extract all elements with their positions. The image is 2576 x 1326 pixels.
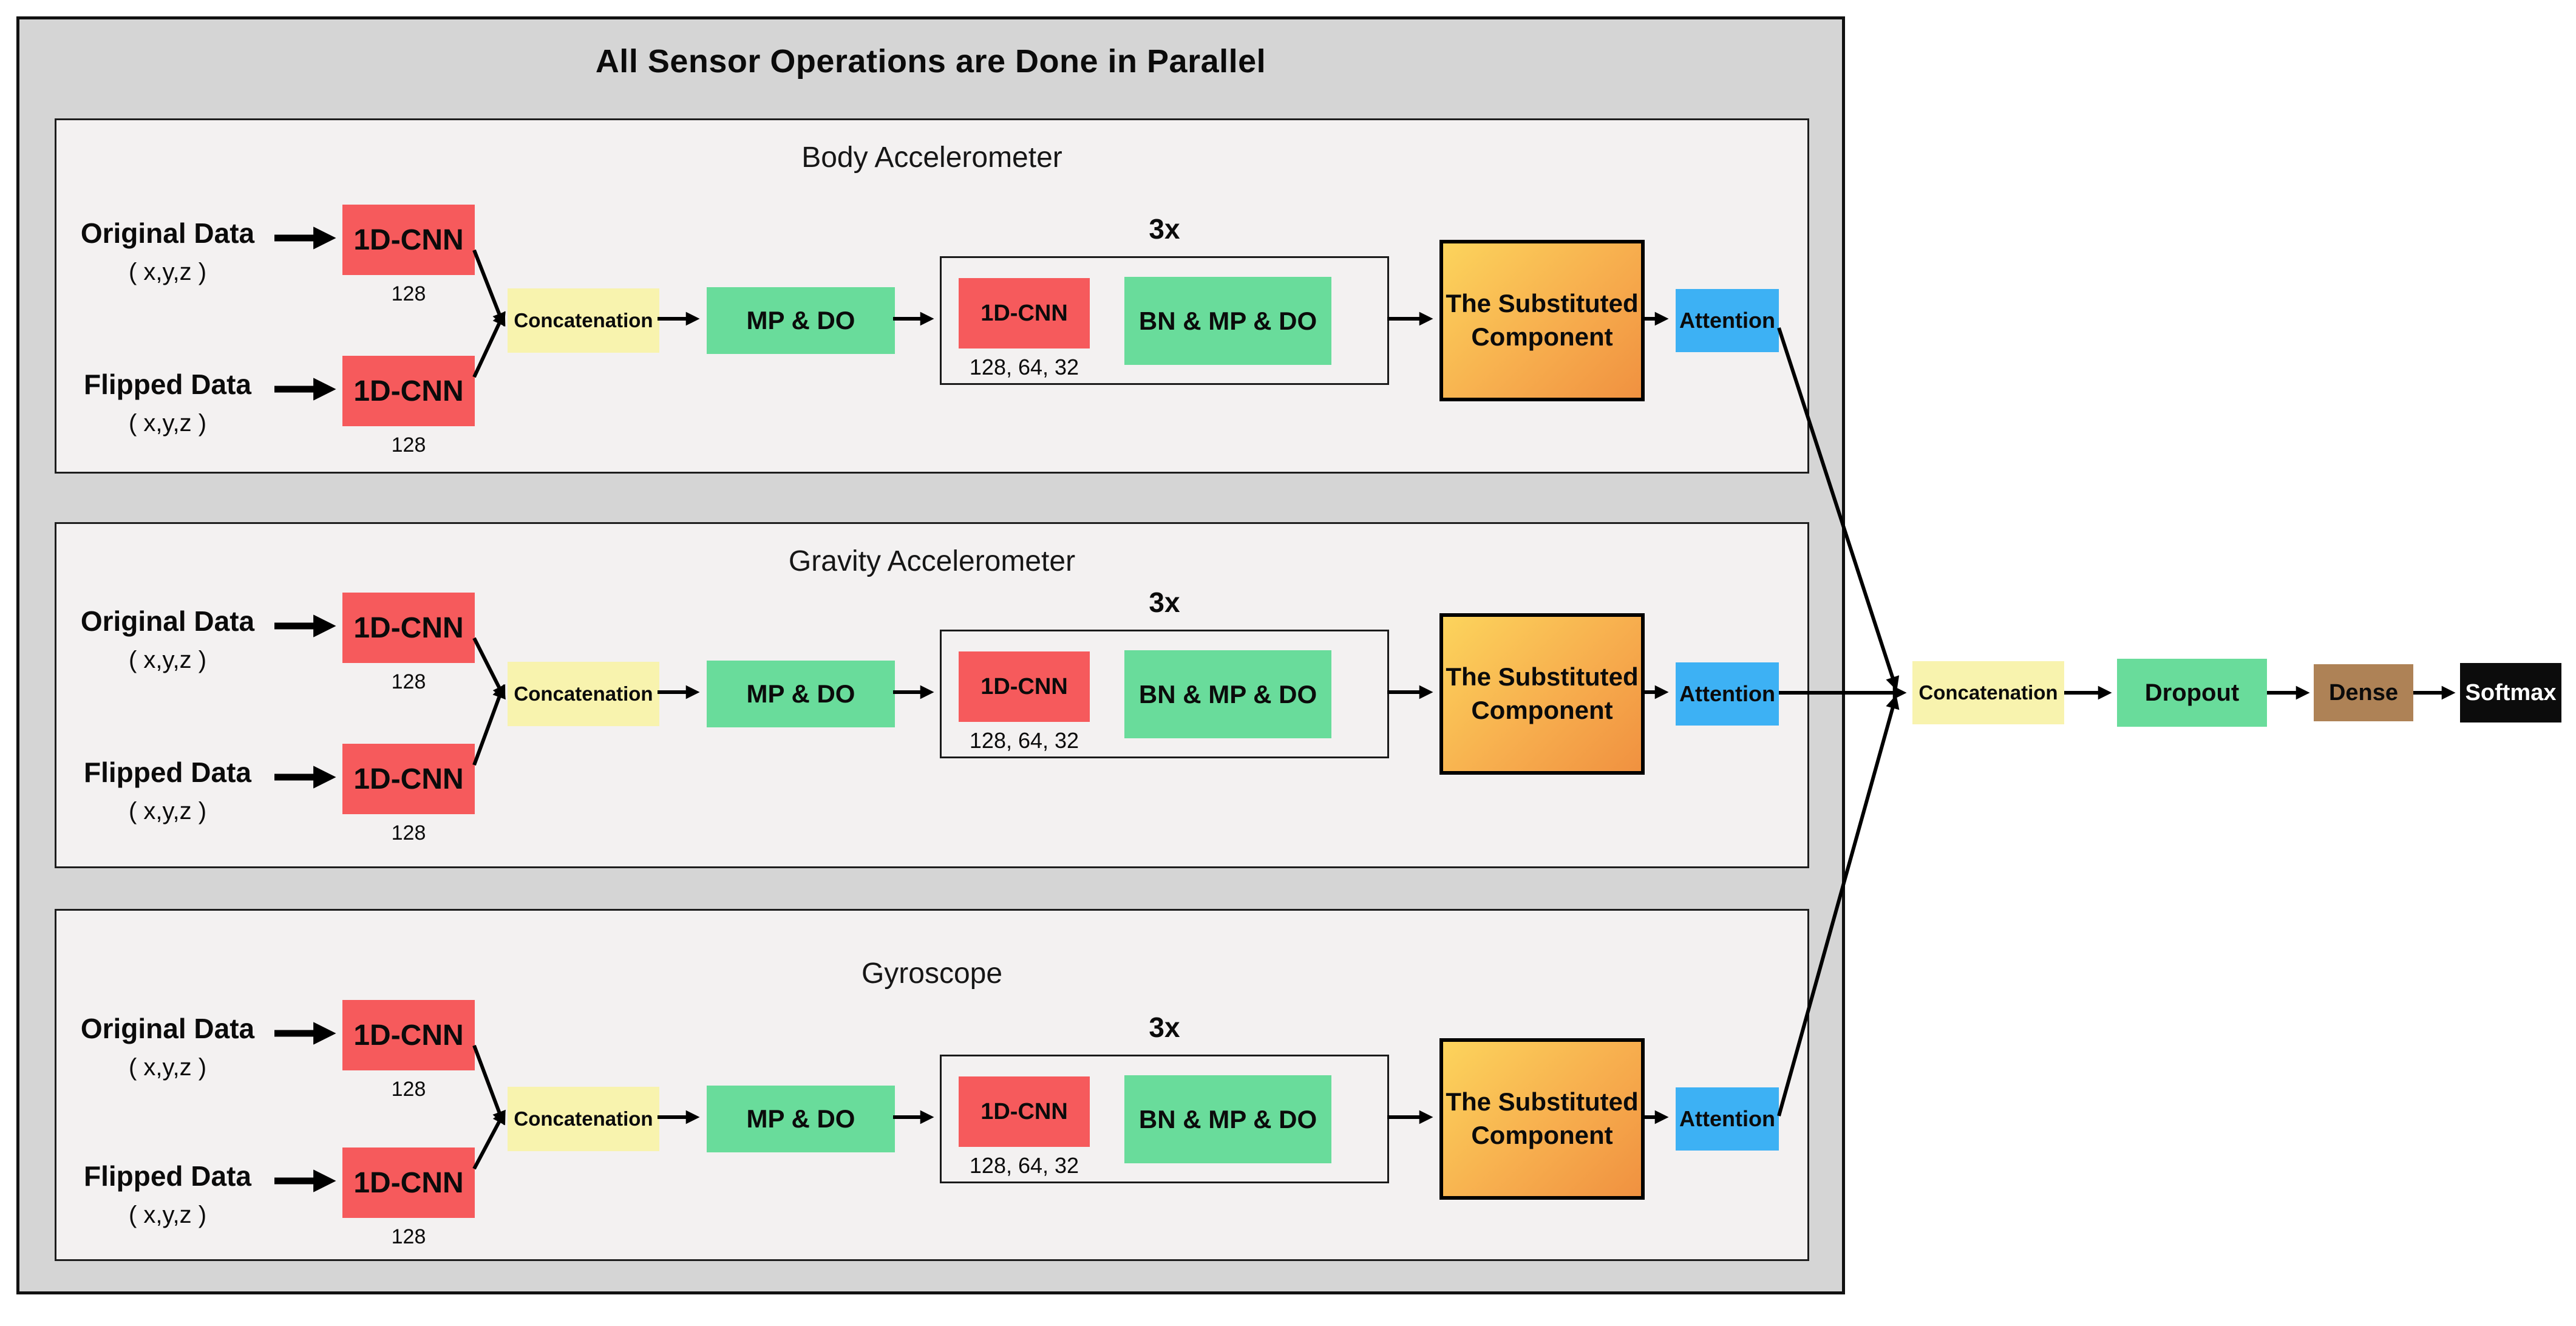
cnn-units-flipped: 128	[391, 433, 426, 457]
concatenation-block: Concatenation	[508, 662, 659, 726]
inner-cnn-units: 128, 64, 32	[969, 1153, 1079, 1178]
cnn-block-original: 1D-CNN	[342, 1000, 475, 1070]
cnn-units-original: 128	[391, 670, 426, 693]
input-axes-text: ( x,y,z )	[128, 258, 207, 285]
inner-cnn-units: 128, 64, 32	[969, 355, 1079, 379]
inner-cnn-units: 128, 64, 32	[969, 728, 1079, 753]
section-gravity-accelerometer: Gravity Accelerometer Original Data ( x,…	[55, 522, 1809, 868]
input-label-text: Flipped Data	[83, 756, 252, 788]
concatenation-block: Concatenation	[508, 1087, 659, 1151]
substituted-component-block: The Substituted Component	[1439, 1038, 1645, 1200]
section-title: Body Accelerometer	[801, 141, 1062, 174]
cnn-block-flipped: 1D-CNN	[342, 744, 475, 814]
inner-cnn-block: 1D-CNN	[959, 1076, 1090, 1147]
original-data-label: Original Data ( x,y,z )	[61, 218, 274, 286]
cnn-units-flipped: 128	[391, 1225, 426, 1248]
attention-block: Attention	[1676, 662, 1779, 726]
dropout-block: Dropout	[2117, 659, 2267, 727]
inner-cnn-block: 1D-CNN	[959, 278, 1090, 348]
input-label-text: Flipped Data	[83, 1160, 252, 1192]
cnn-units-original: 128	[391, 1078, 426, 1101]
input-axes-text: ( x,y,z )	[128, 1201, 207, 1228]
repeat-3x-label: 3x	[1149, 586, 1180, 618]
input-axes-text: ( x,y,z )	[128, 797, 207, 824]
flipped-data-label: Flipped Data ( x,y,z )	[61, 369, 274, 437]
section-body-accelerometer: Body Accelerometer Original Data ( x,y,z…	[55, 118, 1809, 474]
substituted-component-block: The Substituted Component	[1439, 613, 1645, 775]
cnn-block-original: 1D-CNN	[342, 593, 475, 663]
input-label-text: Original Data	[80, 1013, 255, 1044]
substituted-component-block: The Substituted Component	[1439, 240, 1645, 401]
cnn-block-flipped: 1D-CNN	[342, 356, 475, 426]
section-gyroscope: Gyroscope Original Data ( x,y,z ) Flippe…	[55, 909, 1809, 1261]
section-title: Gravity Accelerometer	[788, 545, 1076, 577]
softmax-block: Softmax	[2460, 663, 2561, 722]
input-label-text: Flipped Data	[83, 369, 252, 400]
inner-cnn-block: 1D-CNN	[959, 651, 1090, 722]
cnn-block-original: 1D-CNN	[342, 205, 475, 275]
input-axes-text: ( x,y,z )	[128, 409, 207, 437]
cnn-units-original: 128	[391, 282, 426, 305]
diagram-title: All Sensor Operations are Done in Parall…	[595, 43, 1266, 80]
repeat-3x-label: 3x	[1149, 1011, 1180, 1043]
attention-block: Attention	[1676, 289, 1779, 352]
cnn-block-flipped: 1D-CNN	[342, 1148, 475, 1218]
dense-block: Dense	[2314, 664, 2413, 721]
input-axes-text: ( x,y,z )	[128, 1053, 207, 1081]
input-label-text: Original Data	[80, 605, 255, 637]
maxpool-dropout-block: MP & DO	[707, 287, 895, 354]
attention-block: Attention	[1676, 1087, 1779, 1151]
input-label-text: Original Data	[80, 217, 255, 249]
maxpool-dropout-block: MP & DO	[707, 1086, 895, 1152]
bn-mp-do-block: BN & MP & DO	[1124, 277, 1331, 365]
bn-mp-do-block: BN & MP & DO	[1124, 1075, 1331, 1163]
cnn-units-flipped: 128	[391, 821, 426, 845]
concatenation-block: Concatenation	[508, 288, 659, 353]
maxpool-dropout-block: MP & DO	[707, 661, 895, 727]
original-data-label: Original Data ( x,y,z )	[61, 606, 274, 674]
original-data-label: Original Data ( x,y,z )	[61, 1013, 274, 1081]
final-concatenation-block: Concatenation	[1912, 661, 2064, 724]
input-axes-text: ( x,y,z )	[128, 646, 207, 673]
repeat-3x-label: 3x	[1149, 213, 1180, 245]
flipped-data-label: Flipped Data ( x,y,z )	[61, 757, 274, 825]
bn-mp-do-block: BN & MP & DO	[1124, 650, 1331, 738]
flipped-data-label: Flipped Data ( x,y,z )	[61, 1161, 274, 1229]
section-title: Gyroscope	[861, 957, 1003, 990]
